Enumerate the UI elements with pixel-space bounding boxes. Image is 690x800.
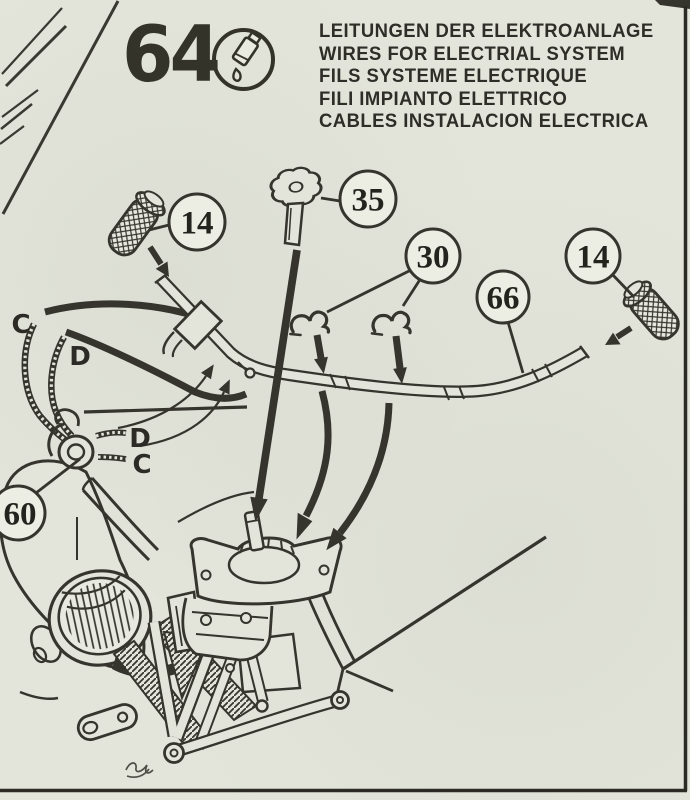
title-line-de: LEITUNGEN DER ELEKTROANLAGE [319,21,654,42]
callout-label: 66 [487,281,520,317]
cable-clamp [47,408,95,470]
title-line-en: WIRES FOR ELECTRIAL SYSTEM [319,43,626,65]
wire-clip [289,310,331,337]
callout-grip-left: 14 [167,192,227,252]
cable-route-arrows [302,390,393,536]
wire-harness [21,300,248,470]
callout-cable-clamp: 60 [0,484,47,542]
corner-ink-mark [655,0,690,9]
callout-label: 35 [352,183,385,219]
knob-install-arrow [250,249,301,522]
route-arrowhead [296,512,313,540]
callout-label: 14 [181,206,214,242]
wire-label-d-upper: D [69,342,91,372]
callout-leaders [35,196,636,495]
callout-grip-right: 14 [564,227,622,285]
right-grip-arrowhead [605,332,621,345]
route-arrowhead [326,527,347,551]
right-grip-arrow [615,325,633,340]
corner-sketch-lines [0,0,120,215]
link-clamp [76,703,138,742]
title-line-es: CABLES INSTALACION ELECTRICA [319,111,649,132]
headlight-lens [65,582,134,650]
star-knob [269,166,323,247]
lubricant-tube-glyph [231,32,262,82]
pointer-line [83,405,248,414]
wire-label-c-lower: C [132,450,151,480]
wire-bundle [64,328,248,402]
callout-label: 14 [577,240,610,276]
lower-clamp [181,597,274,662]
routing-arrow [201,364,214,380]
lever-clamp-block [172,299,224,351]
clip-arrow [313,334,328,374]
lubricant-tube-icon [212,28,275,91]
wire-clip [370,310,412,336]
routing-arrow [218,379,230,395]
handlebar [154,273,590,401]
headlight [47,569,153,667]
cable-end-d [95,429,127,439]
figure-number: 64 [122,9,221,101]
cable-end-c [97,454,127,462]
routing-wire [117,375,207,430]
title-block: LEITUNGEN DER ELEKTROANLAGE WIRES FOR EL… [319,21,654,134]
title-line-it: FILI IMPIANTO ELETTRICO [319,88,568,110]
routing-wire [139,391,226,448]
knob-shaft [283,201,305,247]
callout-clips: 30 [404,227,462,285]
wire-label-d-lower: D [129,424,151,454]
page-borders [0,6,688,793]
left-grip [107,190,166,257]
right-grip [622,280,680,341]
callout-knob: 35 [338,169,398,229]
callout-handlebar: 66 [475,269,531,325]
steering-head [166,490,343,662]
left-grip-arrowhead [155,261,169,277]
print-scribble [125,762,154,779]
callout-label: 30 [417,240,450,276]
title-line-fr: FILS SYSTEME ELECTRIQUE [319,66,588,87]
callout-label: 60 [4,497,37,533]
clip-arrow [392,335,407,384]
left-grip-arrow [147,245,164,266]
steering-stem [243,510,265,552]
wire-label-c-upper: C [11,310,30,340]
